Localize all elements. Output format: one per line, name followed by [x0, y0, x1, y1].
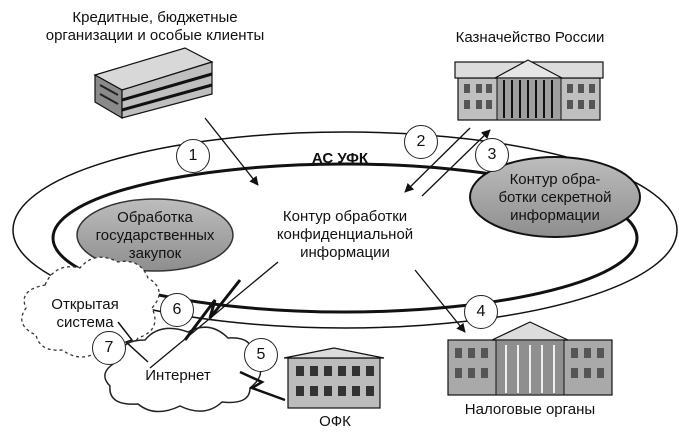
lightning-icon-7: [117, 321, 149, 363]
right-oval-label-line2: ботки секретной: [498, 189, 612, 206]
inner-ring: [51, 162, 639, 314]
step-number-4: 4: [464, 295, 498, 329]
arrow-2b: [421, 129, 491, 197]
top-right-label: Казначейство России: [455, 29, 605, 46]
arrow-4: [414, 269, 466, 333]
step-number-5: 5: [244, 338, 278, 372]
open-system-label-line2: система: [56, 314, 114, 331]
arrow-2a: [404, 127, 471, 193]
right-oval-label-line3: информации: [510, 207, 600, 224]
open-system-label-line1: Открытая: [51, 296, 119, 313]
tax-label: Налоговые органы: [464, 401, 596, 418]
left-oval-shape: [76, 198, 234, 272]
top-left-label-line1: Кредитные, бюджетные: [72, 9, 238, 26]
lightning-icon-5: [239, 370, 286, 402]
left-oval-label-line3: закупок: [128, 245, 182, 262]
step-number-2: 2: [404, 125, 438, 159]
step-number-3: 3: [475, 138, 509, 172]
arrow-1: [204, 117, 259, 186]
treasury-building-icon: [454, 59, 604, 121]
outer-ring: [12, 131, 678, 329]
ofk-building-icon: [283, 347, 385, 409]
ofk-label: ОФК: [319, 413, 351, 430]
left-oval-label-line2: государственных: [95, 227, 215, 244]
center-label-line1: Контур обработки: [282, 208, 408, 225]
left-oval-label-line1: Обработка: [117, 209, 193, 226]
right-oval-label-line1: Контур обра-: [509, 171, 601, 188]
lightning-icon-6: [183, 279, 242, 341]
center-label-line2: конфиденциальной: [276, 226, 414, 243]
center-label-line3: информации: [300, 244, 390, 261]
right-oval-shape: [469, 156, 641, 238]
open-system-cloud-icon: [21, 256, 160, 358]
internet-label: Интернет: [145, 367, 211, 384]
step-number-1: 1: [176, 139, 210, 173]
tax-building-icon: [447, 321, 613, 396]
ring-label: АС УФК: [311, 150, 369, 167]
step-number-6: 6: [160, 293, 194, 327]
office-building-icon: [93, 47, 214, 120]
top-left-label-line2: организации и особые клиенты: [45, 27, 265, 44]
step-number-7: 7: [92, 331, 126, 365]
